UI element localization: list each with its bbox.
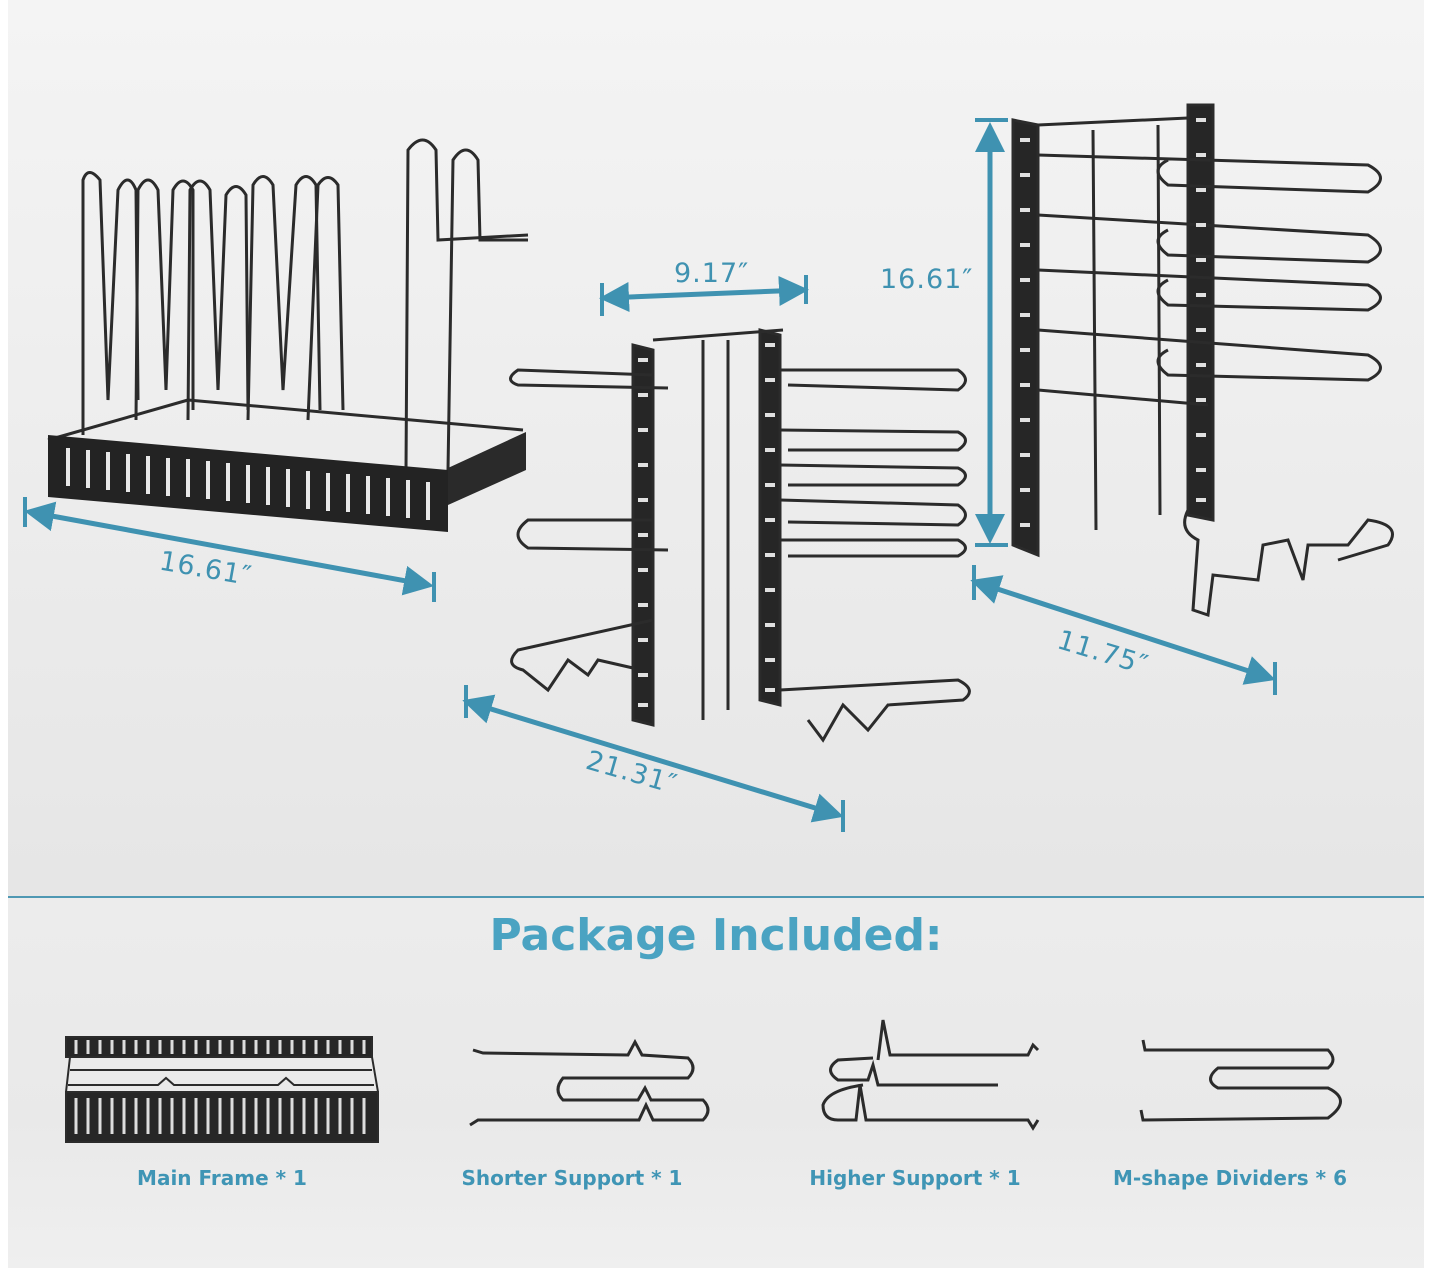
main-frame-part bbox=[65, 1036, 379, 1143]
product-infographic: 16.61″ 9.17″ 16.61″ 11.75″ 21.31″ Packa bbox=[8, 0, 1424, 1268]
section-divider bbox=[8, 896, 1424, 899]
arrow-extended-length bbox=[462, 694, 844, 823]
arrow-base-width bbox=[599, 275, 809, 313]
package-parts bbox=[65, 1019, 1342, 1143]
dimension-arrows bbox=[23, 118, 1277, 832]
higher-support-part bbox=[821, 1019, 1040, 1131]
rack2-slots bbox=[638, 343, 775, 707]
shorter-support-part bbox=[469, 1038, 710, 1127]
frame-slots bbox=[66, 448, 430, 520]
vertical-rack-double-illustration bbox=[509, 328, 971, 743]
part-label-shorter-support: Shorter Support * 1 bbox=[461, 1166, 683, 1190]
arrow-depth bbox=[970, 575, 1276, 685]
vertical-rack-single-illustration bbox=[1011, 103, 1394, 618]
dimension-base-width: 9.17″ bbox=[674, 258, 749, 289]
part-label-main-frame: Main Frame * 1 bbox=[137, 1166, 307, 1190]
part-label-m-shape-dividers: M-shape Dividers * 6 bbox=[1113, 1166, 1347, 1190]
package-section bbox=[8, 898, 1424, 1268]
arrow-base-length bbox=[24, 501, 434, 596]
part-label-higher-support: Higher Support * 1 bbox=[809, 1166, 1021, 1190]
dimension-height: 16.61″ bbox=[880, 264, 973, 295]
package-title: Package Included: bbox=[489, 910, 943, 961]
rack-configurations: 16.61″ 9.17″ 16.61″ 11.75″ 21.31″ bbox=[23, 103, 1394, 832]
rack3-slots bbox=[1020, 118, 1206, 527]
m-shape-divider-part bbox=[1139, 1039, 1342, 1122]
